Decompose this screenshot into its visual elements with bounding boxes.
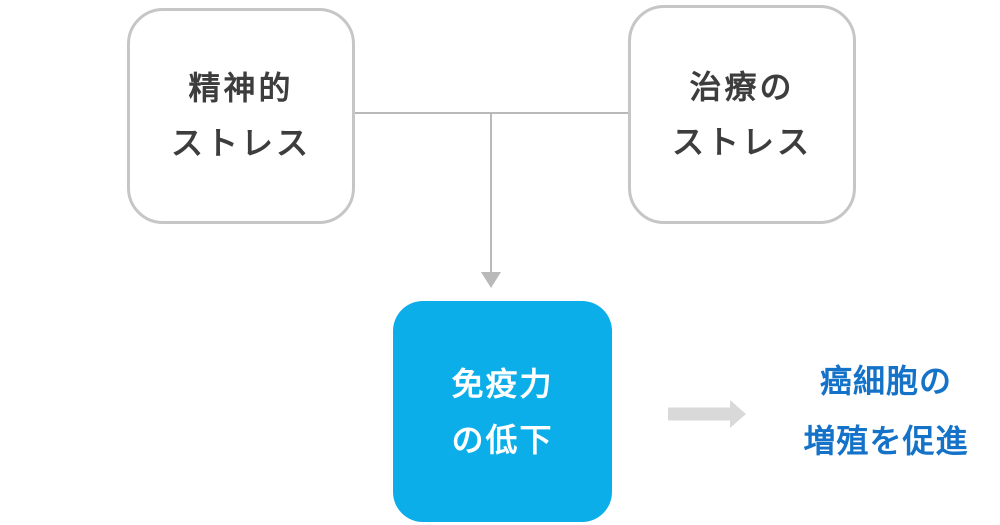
right-arrow-icon [668,400,746,428]
immunity-decline-label-line1: 免疫力 [451,365,554,402]
mental-stress-label-line1: 精神的 [188,70,294,106]
treatment-stress-label-line2: ストレス [671,123,812,160]
immunity-decline-label-line2: の低下 [451,421,554,458]
treatment-stress-label-line1: 治療の [689,68,795,105]
mental-stress-label-line2: ストレス [170,125,311,161]
cancer-growth-label: 癌細胞の 増殖を促進 [788,351,984,471]
treatment-stress-box: 治療の ストレス [628,5,856,224]
immunity-decline-box: 免疫力 の低下 [393,301,612,522]
cancer-growth-label-line2: 増殖を促進 [803,423,969,459]
down-arrow-icon [481,272,501,288]
connector-vertical-line [490,113,492,273]
cancer-growth-label-line1: 癌細胞の [819,363,952,399]
mental-stress-box: 精神的 ストレス [127,8,355,224]
